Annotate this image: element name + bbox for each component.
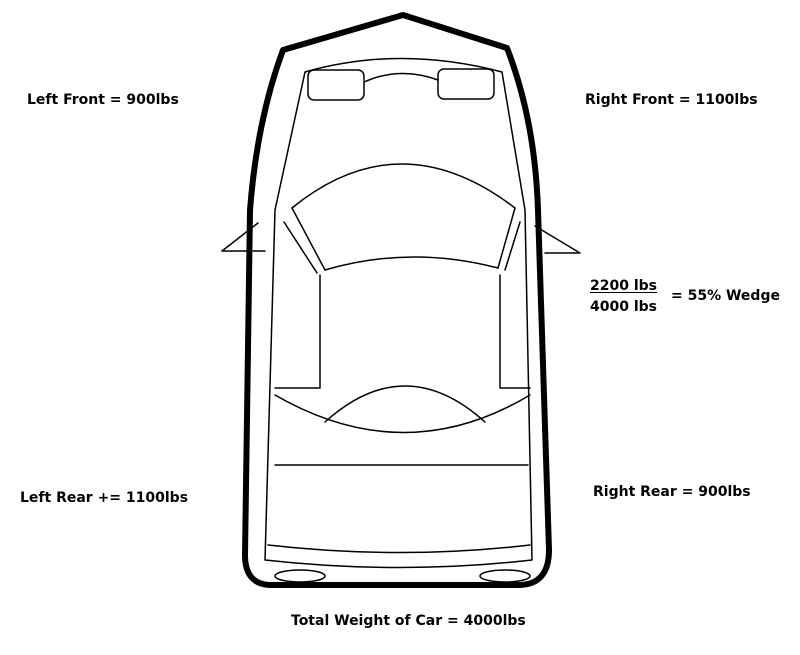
windshield-top-arc xyxy=(291,163,516,209)
right-rear-weight-label: Right Rear = 900lbs xyxy=(593,484,751,500)
rear-deck-curve xyxy=(274,394,531,434)
cabin-right-side xyxy=(499,274,531,389)
cabin-left-side xyxy=(274,274,321,389)
wedge-denominator: 4000 lbs xyxy=(590,299,657,315)
left-mirror xyxy=(221,222,266,252)
rear-window-arc xyxy=(324,385,486,423)
windshield-bottom xyxy=(324,256,499,271)
windshield-right-pillar xyxy=(497,207,516,269)
car-inner-body xyxy=(264,57,533,569)
left-tail-light xyxy=(274,569,326,583)
wedge-fraction: 2200 lbs 4000 lbs xyxy=(590,277,657,316)
rear-bumper-curve xyxy=(267,544,531,554)
total-weight-label: Total Weight of Car = 4000lbs xyxy=(291,613,526,629)
left-front-weight-label: Left Front = 900lbs xyxy=(27,92,179,108)
wedge-numerator: 2200 lbs xyxy=(590,278,657,294)
right-headlight xyxy=(437,68,495,100)
hood-front-curve xyxy=(363,72,439,83)
a-pillar-left xyxy=(283,221,318,274)
car-outer-body xyxy=(242,12,552,588)
right-tail-light xyxy=(479,569,531,583)
wedge-percentage-label: = 55% Wedge xyxy=(671,288,780,304)
a-pillar-right xyxy=(504,221,521,271)
windshield-left-pillar xyxy=(291,207,326,271)
right-mirror xyxy=(534,225,581,254)
left-headlight xyxy=(307,69,365,101)
right-front-weight-label: Right Front = 1100lbs xyxy=(585,92,758,108)
left-rear-weight-label: Left Rear += 1100lbs xyxy=(20,490,189,506)
